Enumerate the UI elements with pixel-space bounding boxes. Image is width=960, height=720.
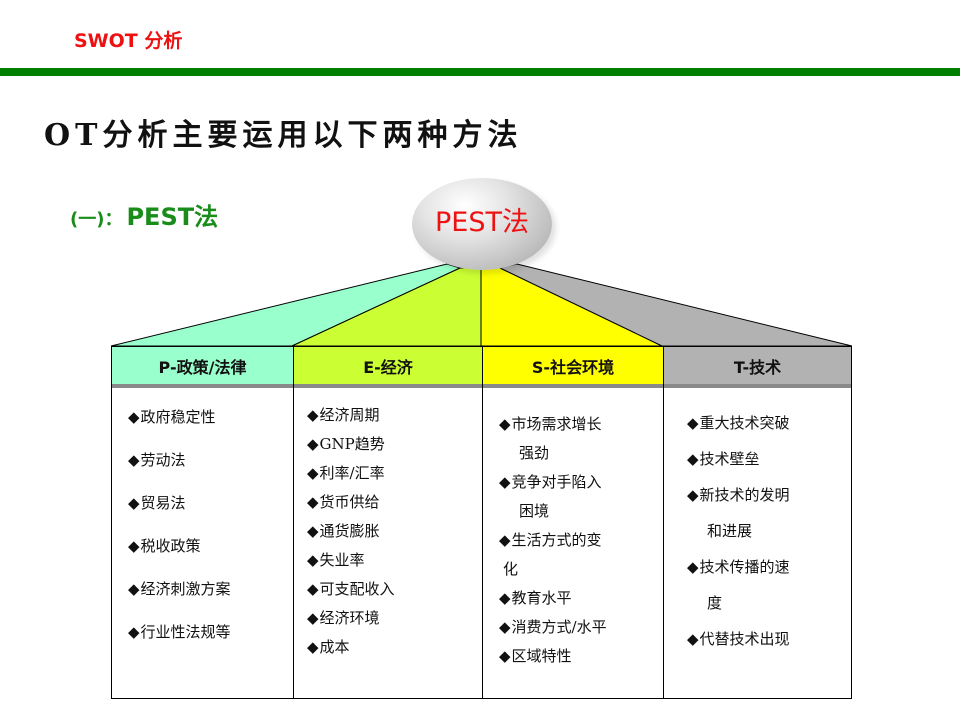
diamond-bullet-icon: ◆ (128, 494, 140, 512)
list-item: ◆代替技术出现 (687, 630, 790, 648)
political-factor-list: ◆政府稳定性 ◆劳动法 ◆贸易法 ◆税收政策 ◆经济刺激方案 ◆行业性法规等 (112, 388, 293, 664)
list-item: ◆消费方式/水平 (499, 618, 607, 636)
hub-label: PEST法 (435, 207, 529, 238)
list-item: ◆竞争对手陷入困境 (499, 473, 602, 520)
list-item: ◆新技术的发明和进展 (687, 486, 790, 540)
list-item: ◆行业性法规等 (128, 623, 231, 641)
diamond-bullet-icon: ◆ (499, 531, 511, 549)
section-subtitle: (一)：PEST法 (70, 197, 218, 232)
list-item: ◆经济周期 (307, 406, 380, 424)
subtitle-label: PEST法 (126, 203, 219, 231)
economic-factor-list: ◆经济周期 ◆GNP趋势 ◆利率/汇率 ◆货币供给 ◆通货膨胀 ◆失业率 ◆可支… (294, 388, 482, 665)
subtitle-prefix: (一)： (70, 209, 123, 230)
list-item: ◆教育水平 (499, 589, 572, 607)
technological-factor-list: ◆重大技术突破 ◆技术壁垒 ◆新技术的发明和进展 ◆技术传播的速度 ◆代替技术出… (664, 388, 851, 657)
diamond-bullet-icon: ◆ (307, 522, 319, 540)
list-item: ◆通货膨胀 (307, 522, 380, 540)
list-item: ◆政府稳定性 (128, 408, 216, 426)
list-item: ◆成本 (307, 638, 350, 656)
diamond-bullet-icon: ◆ (307, 580, 319, 598)
column-social: S-社会环境 ◆市场需求增长强劲 ◆竞争对手陷入困境 ◆生活方式的变化 ◆教育水… (482, 347, 663, 698)
diamond-bullet-icon: ◆ (687, 630, 699, 648)
diamond-bullet-icon: ◆ (128, 537, 140, 555)
column-header-economic: E-经济 (294, 347, 482, 388)
list-item: ◆货币供给 (307, 493, 380, 511)
column-header-social: S-社会环境 (483, 347, 663, 388)
diamond-bullet-icon: ◆ (307, 464, 319, 482)
diamond-bullet-icon: ◆ (307, 609, 319, 627)
list-item: ◆税收政策 (128, 537, 201, 555)
diamond-bullet-icon: ◆ (307, 435, 319, 453)
list-item: ◆可支配收入 (307, 580, 395, 598)
column-political: P-政策/法律 ◆政府稳定性 ◆劳动法 ◆贸易法 ◆税收政策 ◆经济刺激方案 ◆… (112, 347, 293, 698)
list-item: ◆区域特性 (499, 647, 572, 665)
column-header-technological: T-技术 (664, 347, 851, 388)
diamond-bullet-icon: ◆ (128, 451, 140, 469)
column-technological: T-技术 ◆重大技术突破 ◆技术壁垒 ◆新技术的发明和进展 ◆技术传播的速度 ◆… (663, 347, 851, 698)
diamond-bullet-icon: ◆ (128, 408, 140, 426)
list-item: ◆经济刺激方案 (128, 580, 231, 598)
column-economic: E-经济 ◆经济周期 ◆GNP趋势 ◆利率/汇率 ◆货币供给 ◆通货膨胀 ◆失业… (293, 347, 482, 698)
diamond-bullet-icon: ◆ (687, 450, 699, 468)
list-item: ◆劳动法 (128, 451, 186, 469)
diamond-bullet-icon: ◆ (687, 486, 699, 504)
list-item: ◆利率/汇率 (307, 464, 385, 482)
header-divider (0, 68, 960, 76)
page-title: OT分析主要运用以下两种方法 (44, 118, 523, 153)
diamond-bullet-icon: ◆ (307, 406, 319, 424)
social-factor-list: ◆市场需求增长强劲 ◆竞争对手陷入困境 ◆生活方式的变化 ◆教育水平 ◆消费方式… (483, 388, 663, 671)
list-item: ◆经济环境 (307, 609, 380, 627)
diamond-bullet-icon: ◆ (499, 589, 511, 607)
diamond-bullet-icon: ◆ (687, 414, 699, 432)
diamond-bullet-icon: ◆ (499, 473, 511, 491)
list-item: ◆GNP趋势 (307, 435, 385, 453)
diamond-bullet-icon: ◆ (128, 623, 140, 641)
list-item: ◆生活方式的变化 (499, 531, 602, 578)
list-item: ◆技术传播的速度 (687, 558, 790, 612)
pest-table: P-政策/法律 ◆政府稳定性 ◆劳动法 ◆贸易法 ◆税收政策 ◆经济刺激方案 ◆… (111, 346, 852, 699)
sphere-icon: PEST法 (412, 178, 552, 270)
list-item: ◆失业率 (307, 551, 365, 569)
list-item: ◆重大技术突破 (687, 414, 790, 432)
diamond-bullet-icon: ◆ (128, 580, 140, 598)
list-item: ◆技术壁垒 (687, 450, 760, 468)
diamond-bullet-icon: ◆ (307, 493, 319, 511)
diamond-bullet-icon: ◆ (499, 618, 511, 636)
brand-title: SWOT 分析 (74, 30, 183, 52)
column-header-political: P-政策/法律 (112, 347, 293, 388)
list-item: ◆贸易法 (128, 494, 186, 512)
diamond-bullet-icon: ◆ (499, 647, 511, 665)
diamond-bullet-icon: ◆ (307, 638, 319, 656)
list-item: ◆市场需求增长强劲 (499, 415, 602, 462)
diamond-bullet-icon: ◆ (499, 415, 511, 433)
diamond-bullet-icon: ◆ (687, 558, 699, 576)
diamond-bullet-icon: ◆ (307, 551, 319, 569)
